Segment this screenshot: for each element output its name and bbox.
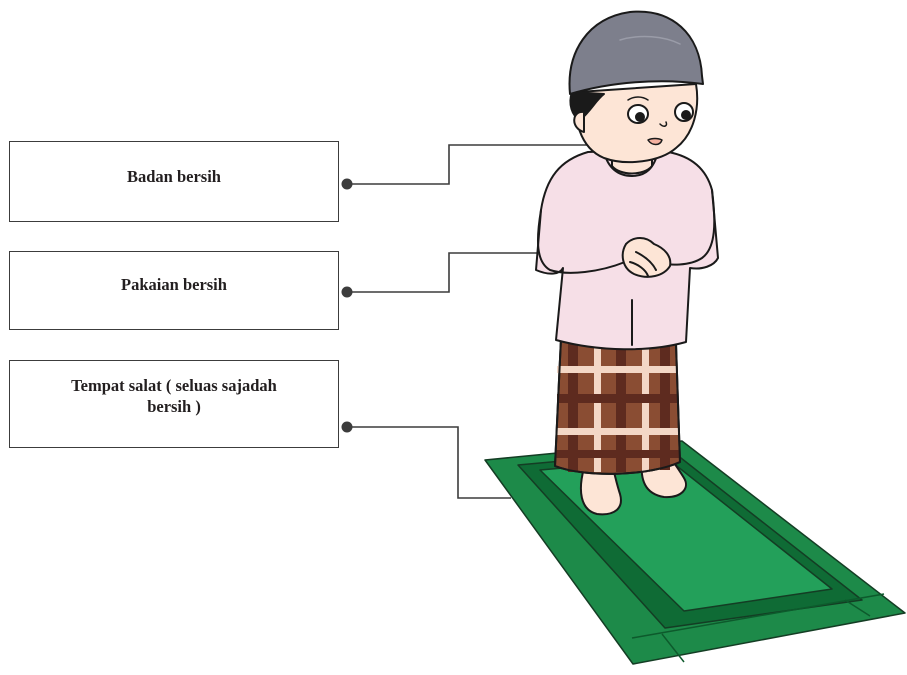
connector-dot-tempat bbox=[342, 422, 353, 433]
connector-dot-badan bbox=[342, 179, 353, 190]
sarong-plaid bbox=[555, 340, 679, 472]
prayer-mat bbox=[485, 441, 905, 664]
boy-figure bbox=[536, 12, 718, 515]
peci-cap bbox=[570, 12, 703, 94]
connector-dot-pakaian bbox=[342, 287, 353, 298]
ear bbox=[574, 112, 584, 132]
connector-dots bbox=[342, 179, 353, 433]
